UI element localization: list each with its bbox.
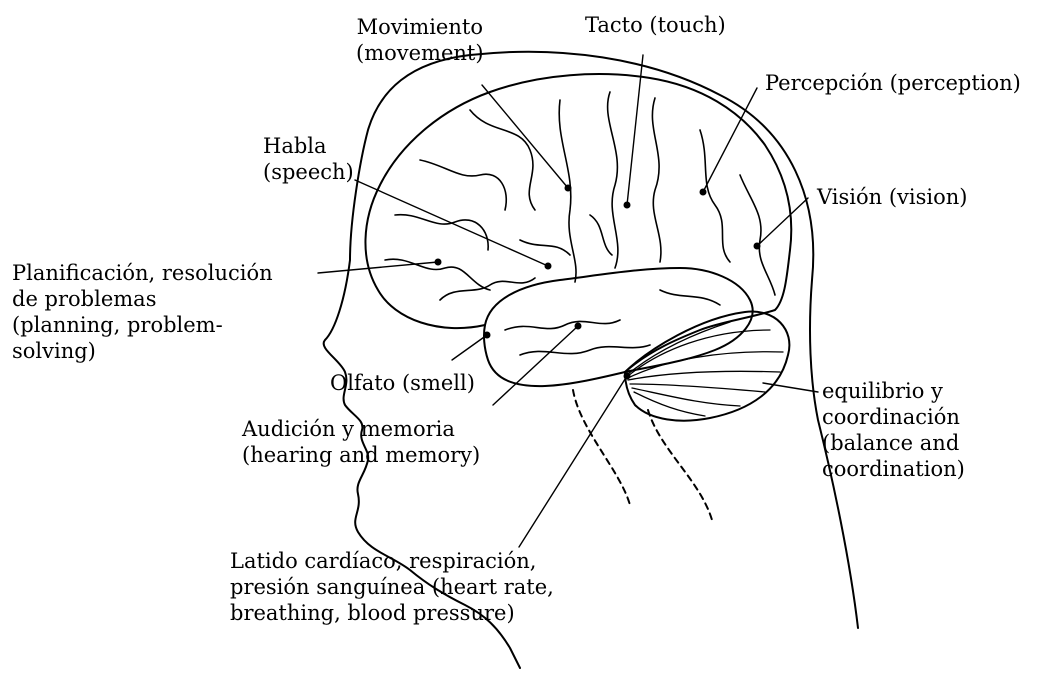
leader-smell (452, 335, 487, 360)
leader-vision (757, 198, 808, 246)
leader-movement (482, 85, 568, 188)
leader-speech (355, 180, 548, 266)
label-brainstem: Latido cardíaco, respiración, presión sa… (230, 548, 554, 626)
label-smell: Olfato (smell) (330, 370, 475, 396)
label-speech: Habla (speech) (263, 133, 354, 185)
leader-perception (703, 88, 757, 192)
label-vision: Visión (vision) (817, 184, 967, 210)
label-perception: Percepción (perception) (765, 70, 1021, 96)
label-balance: equilibrio y coordinación (balance and c… (822, 378, 965, 482)
leader-brainstem (519, 376, 627, 547)
label-hearing: Audición y memoria (hearing and memory) (242, 416, 480, 468)
cerebellum-folia (628, 322, 783, 416)
leader-planning (318, 262, 438, 273)
label-touch: Tacto (touch) (585, 12, 726, 38)
leader-lines (318, 55, 818, 547)
label-movement: Movimiento (movement) (356, 14, 484, 66)
leader-touch (627, 55, 643, 205)
label-planning: Planificación, resolución de problemas (… (12, 260, 273, 364)
leader-hearing (493, 326, 578, 405)
neck-line-right (648, 410, 712, 520)
brain-gyri (385, 92, 775, 355)
